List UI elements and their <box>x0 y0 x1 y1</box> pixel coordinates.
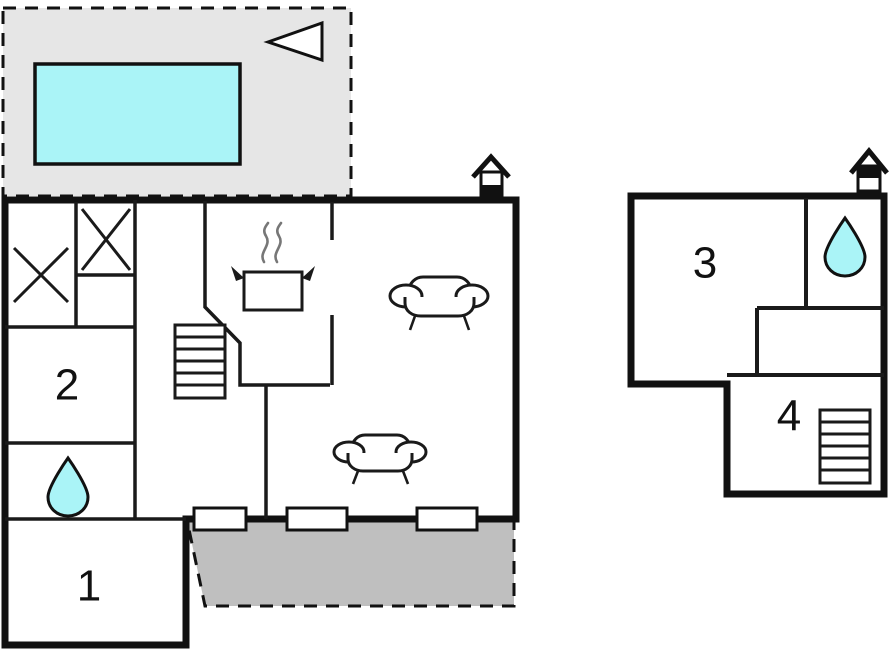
room-label-1: 1 <box>77 562 101 611</box>
window-opening-1 <box>192 506 248 532</box>
room-label-2: 2 <box>55 361 79 410</box>
room-label-4: 4 <box>777 392 801 441</box>
room-label-3: 3 <box>693 239 717 288</box>
stairs-icon-main <box>173 323 227 400</box>
window-openings-group <box>192 506 479 532</box>
sofa-icon-upper <box>388 275 490 331</box>
sofa-icon-lower <box>332 433 428 485</box>
terrace-fill <box>184 513 516 608</box>
swimming-pool <box>33 62 242 166</box>
annex-building-group: 3 4 <box>627 147 889 498</box>
crossed-out-room-large <box>12 246 70 304</box>
wall-kitchen-partition <box>203 201 330 387</box>
triangle-marker-icon <box>263 20 324 63</box>
house-entrance-icon-annex <box>849 147 889 193</box>
crossed-out-room-small <box>80 208 132 271</box>
water-drop-icon-annex <box>823 215 867 278</box>
cooking-pot-icon <box>231 221 315 312</box>
main-building-group: 1 2 <box>1 153 520 649</box>
terrace-area-group <box>184 513 516 608</box>
window-opening-3 <box>415 506 479 532</box>
house-entrance-icon-main <box>471 153 511 198</box>
water-drop-icon-main <box>46 455 90 518</box>
stairs-icon-annex <box>818 408 872 485</box>
window-opening-2 <box>285 506 349 532</box>
pool-area-group <box>1 6 353 198</box>
